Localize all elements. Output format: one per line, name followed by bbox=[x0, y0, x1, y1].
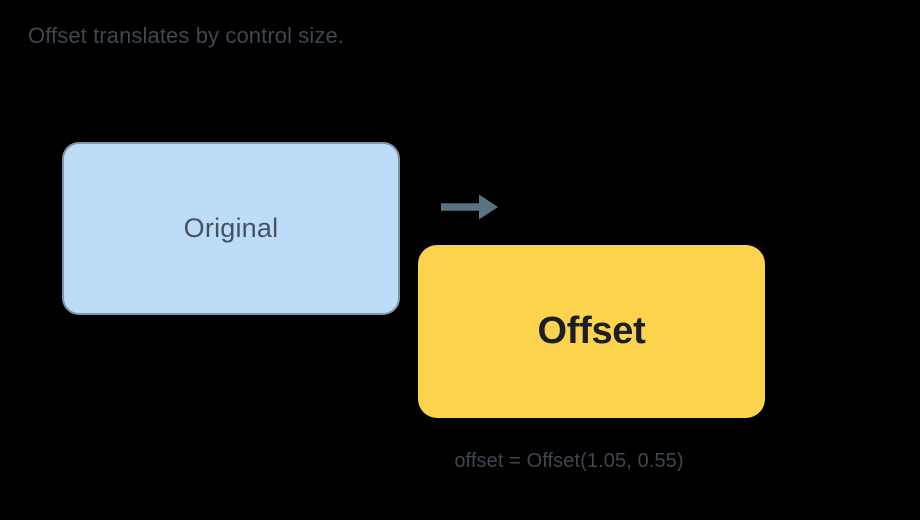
offset-box-label: Offset bbox=[537, 310, 646, 352]
arrow-right-icon bbox=[438, 190, 502, 224]
offset-box: Offset bbox=[418, 245, 765, 418]
page-title: Offset translates by control size. bbox=[28, 23, 345, 48]
formula-caption: offset = Offset(1.05, 0.55) bbox=[454, 450, 684, 472]
original-box: Original bbox=[62, 142, 400, 315]
original-box-label: Original bbox=[183, 213, 279, 243]
